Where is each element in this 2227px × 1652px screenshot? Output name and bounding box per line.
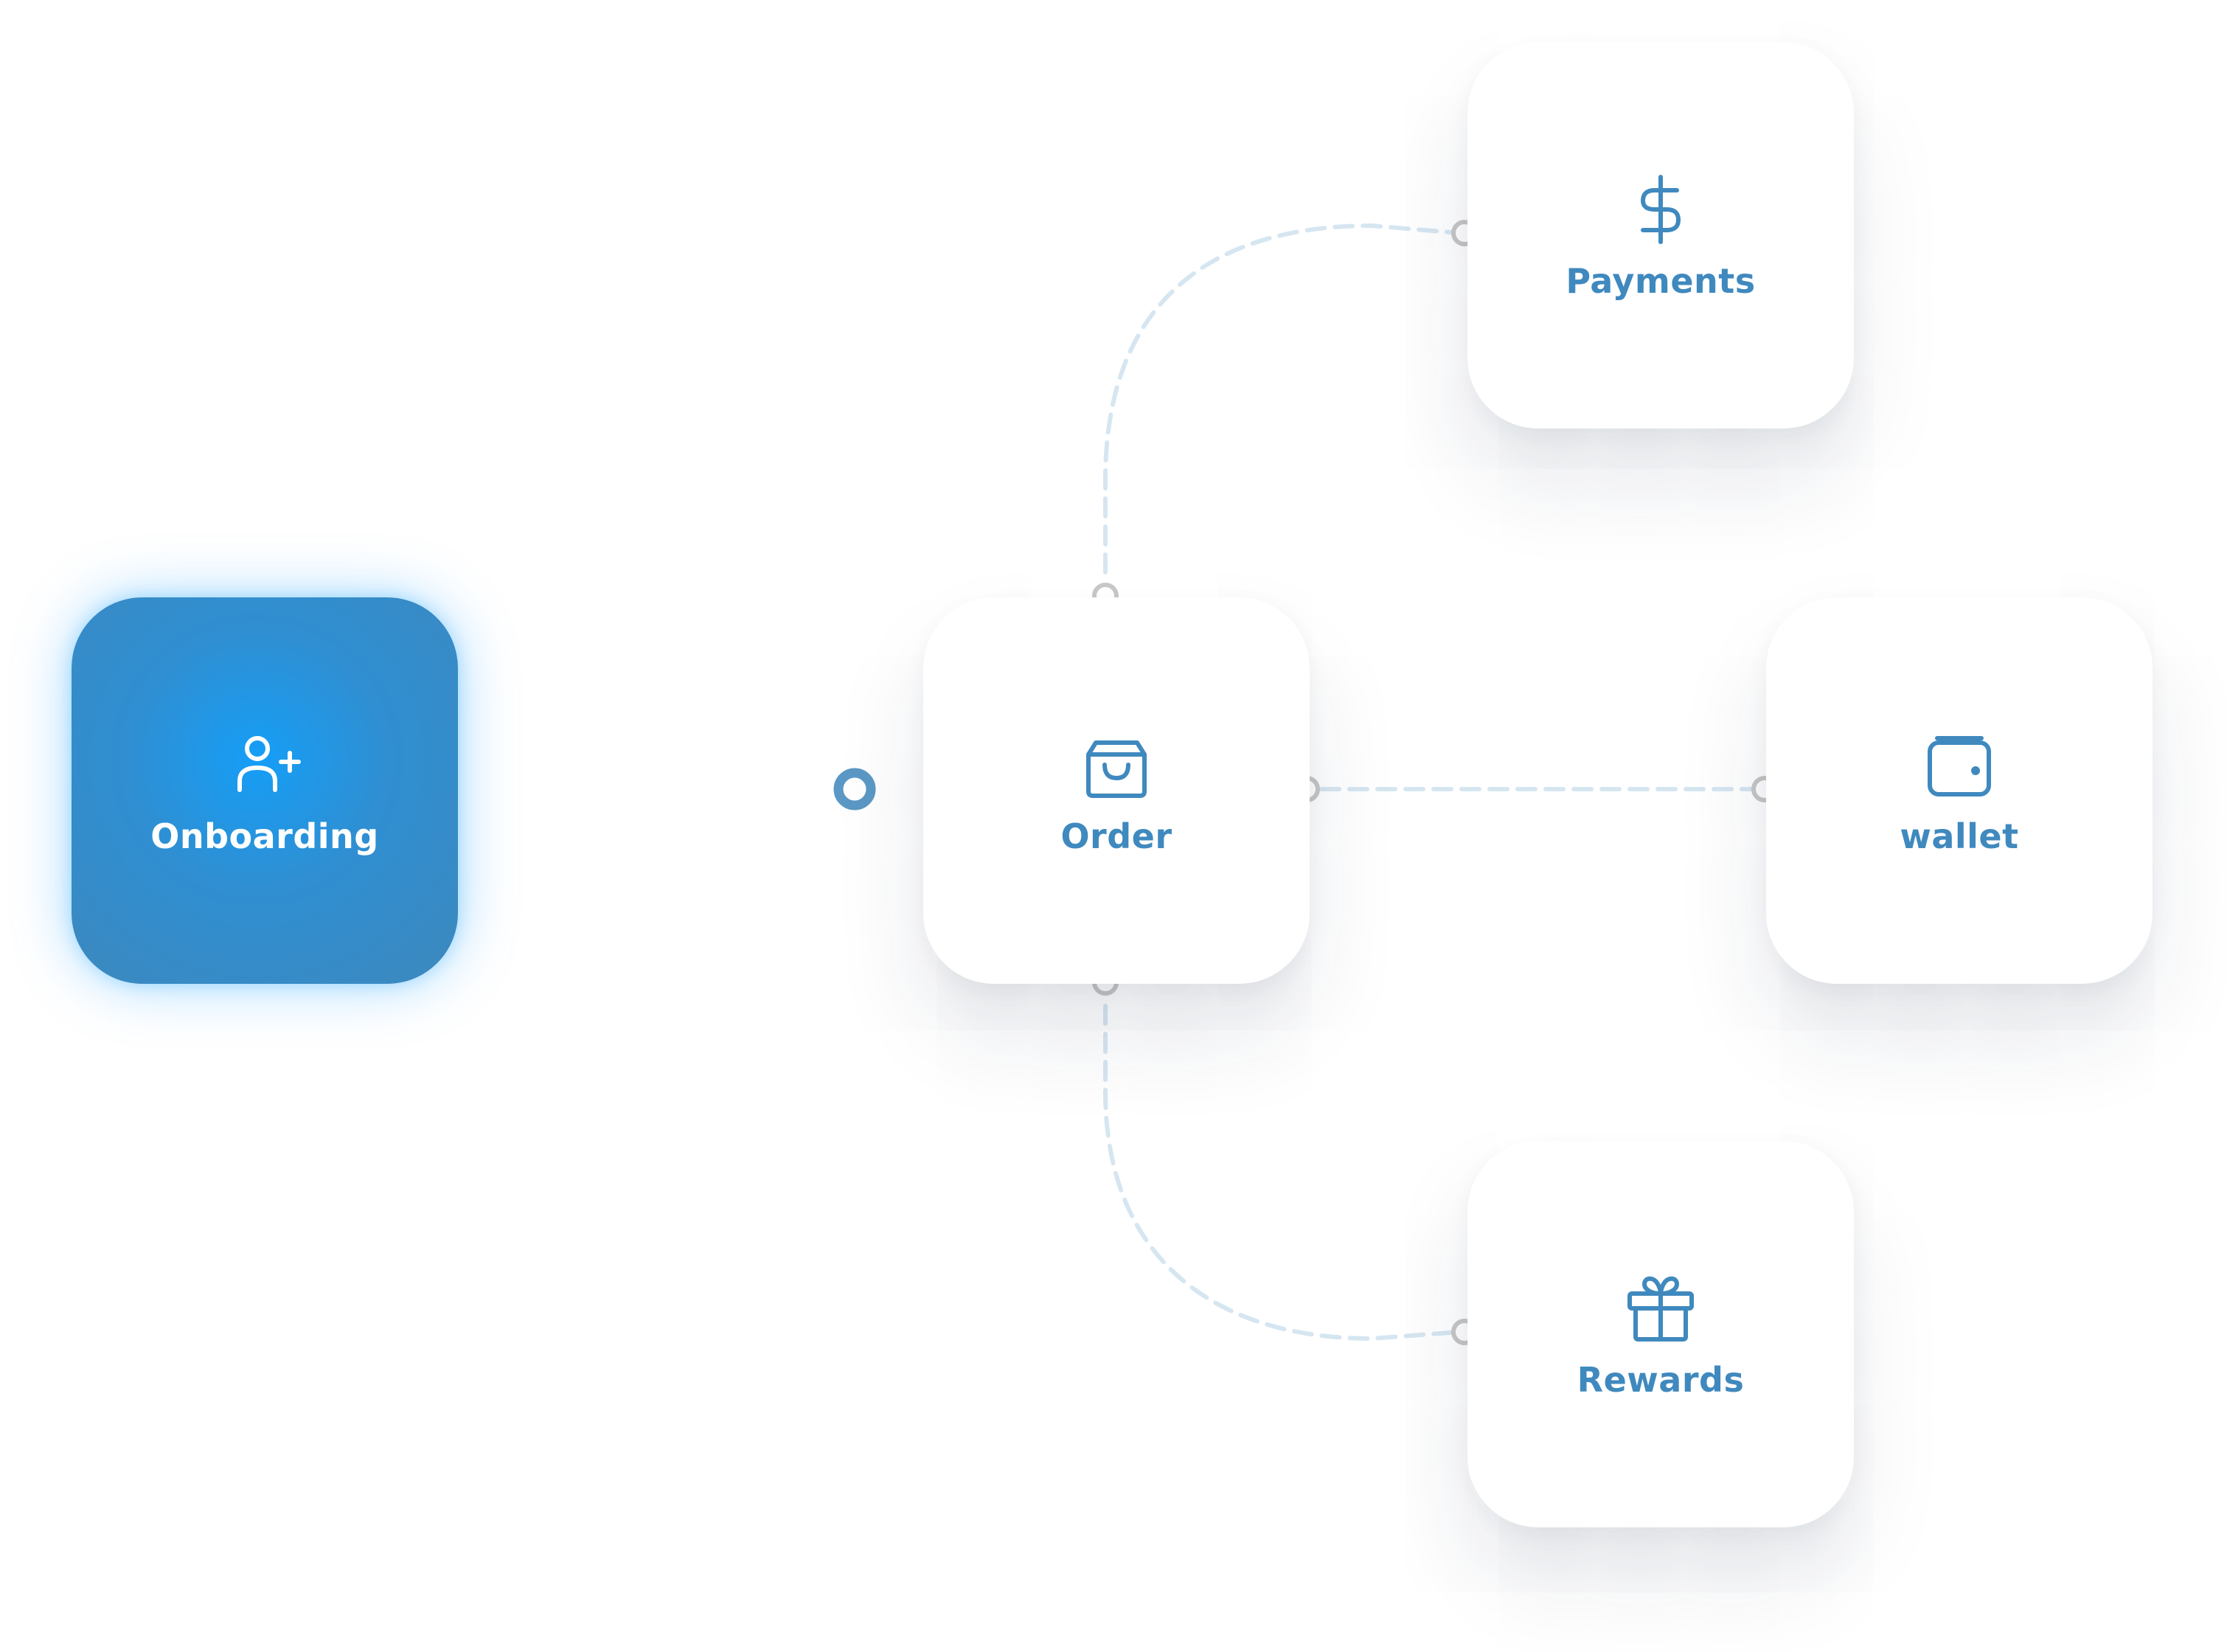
node-rewards[interactable]: Rewards (1467, 1141, 1854, 1527)
node-label: Payments (1566, 261, 1756, 301)
node-label: Rewards (1577, 1360, 1745, 1400)
connector-order-rewards (1103, 1004, 1462, 1342)
port-order-input[interactable] (833, 768, 876, 811)
node-payments[interactable]: Payments (1467, 42, 1854, 428)
dollar-sign-icon (1641, 175, 1681, 244)
connector-order-payments (1103, 223, 1462, 575)
wallet-icon (1928, 736, 1991, 796)
node-label: Onboarding (150, 816, 379, 856)
shopping-bag-icon (1086, 740, 1147, 798)
node-order[interactable]: Order (923, 597, 1310, 984)
node-label: wallet (1900, 816, 2019, 856)
node-onboarding[interactable]: Onboarding (72, 597, 458, 984)
node-wallet[interactable]: wallet (1766, 597, 2153, 984)
user-plus-icon (237, 736, 301, 792)
gift-icon (1627, 1276, 1694, 1342)
node-label: Order (1060, 816, 1172, 856)
